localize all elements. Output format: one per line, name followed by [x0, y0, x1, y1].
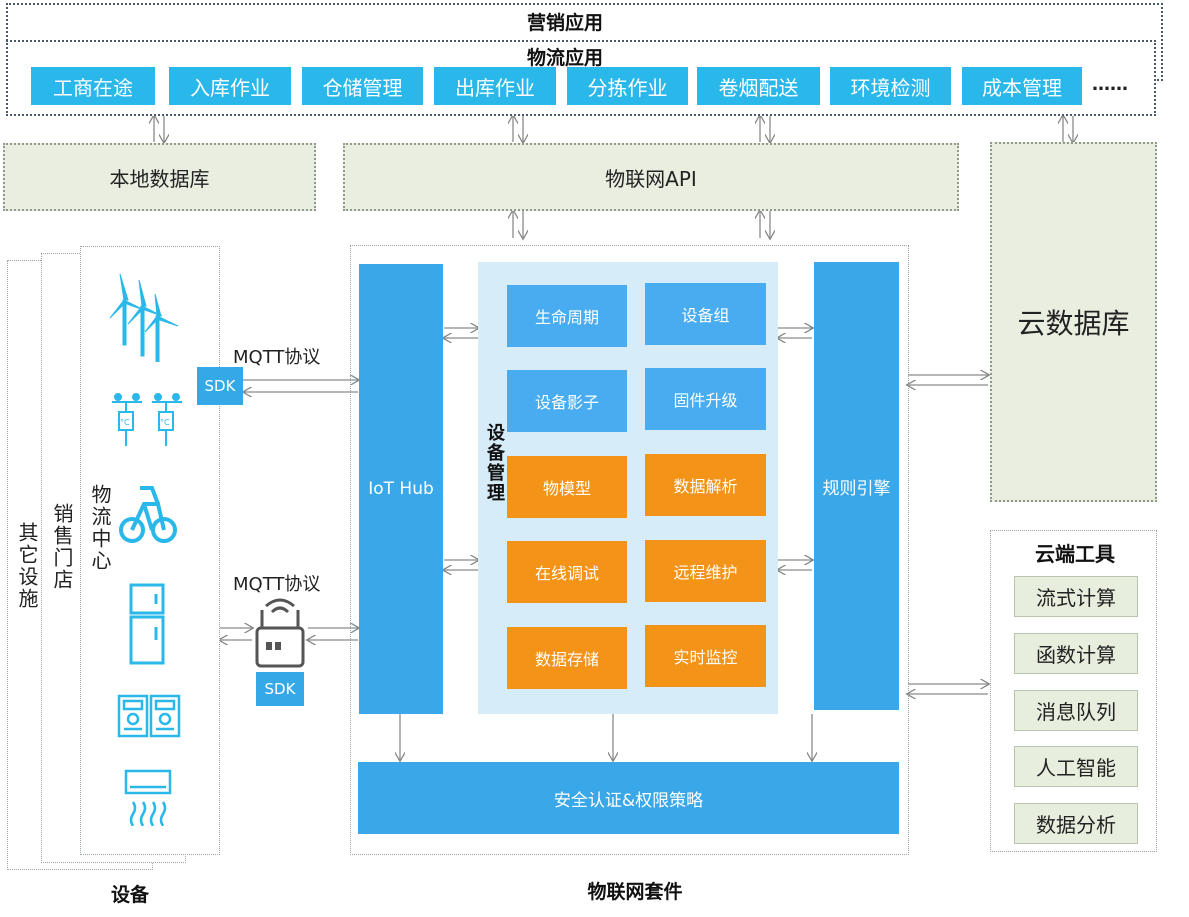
- module-realtime-monitor[interactable]: 实时监控: [645, 625, 766, 687]
- svg-text:°C: °C: [120, 418, 130, 427]
- devices-column-logistics: 物流中心: [88, 484, 112, 572]
- app-item-delivery[interactable]: 卷烟配送: [697, 67, 820, 105]
- module-device-group[interactable]: 设备组: [645, 283, 766, 345]
- module-data-storage[interactable]: 数据存储: [507, 627, 627, 689]
- devices-frame-logistics: [80, 246, 220, 855]
- bicycle-icon: [119, 486, 177, 543]
- app-item-storage[interactable]: 仓储管理: [302, 67, 423, 105]
- devices-column-store: 销售门店: [50, 503, 74, 591]
- module-device-shadow[interactable]: 设备影子: [507, 370, 627, 432]
- tool-function-computing[interactable]: 函数计算: [1014, 633, 1138, 674]
- iot-suite-frame: [350, 245, 909, 855]
- module-online-debug[interactable]: 在线调试: [507, 541, 627, 603]
- module-lifecycle[interactable]: 生命周期: [507, 285, 627, 347]
- cloud-database[interactable]: 云数据库: [990, 142, 1157, 502]
- iot-hub[interactable]: IoT Hub: [359, 264, 443, 714]
- devices-caption: 设备: [110, 884, 149, 906]
- app-item-sorting[interactable]: 分拣作业: [567, 67, 688, 105]
- module-data-parsing[interactable]: 数据解析: [645, 454, 766, 516]
- module-remote-maintenance[interactable]: 远程维护: [645, 540, 766, 602]
- tool-stream-computing[interactable]: 流式计算: [1014, 576, 1138, 617]
- rules-engine[interactable]: 规则引擎: [814, 262, 899, 710]
- iot-api[interactable]: 物联网API: [343, 143, 959, 211]
- device-mgmt-label: 设备管理: [484, 423, 505, 503]
- app-item-env-monitor[interactable]: 环境检测: [830, 67, 951, 105]
- marketing-app-title: 营销应用: [526, 12, 603, 34]
- meter-icon: [117, 694, 181, 738]
- sdk-top[interactable]: SDK: [197, 367, 243, 405]
- app-item-outbound[interactable]: 出库作业: [434, 67, 556, 105]
- app-item-transit[interactable]: 工商在途: [31, 67, 155, 105]
- tool-message-queue[interactable]: 消息队列: [1014, 690, 1138, 731]
- app-item-ellipsis: ……: [1092, 74, 1128, 95]
- devices-column-other: 其它设施: [15, 522, 39, 610]
- module-firmware-upgrade[interactable]: 固件升级: [645, 368, 766, 430]
- sdk-bottom[interactable]: SDK: [256, 672, 304, 706]
- svg-text:°C: °C: [160, 418, 170, 427]
- mqtt-label-bottom: MQTT协议: [233, 574, 321, 595]
- iot-suite-caption: 物联网套件: [587, 881, 683, 903]
- mqtt-label-top: MQTT协议: [233, 347, 321, 368]
- wind-turbine-icon: [109, 273, 179, 362]
- cloud-tools-title: 云端工具: [1035, 542, 1115, 566]
- tool-ai[interactable]: 人工智能: [1014, 746, 1138, 787]
- security-policy[interactable]: 安全认证&权限策略: [358, 762, 899, 834]
- refrigerator-icon: [129, 583, 165, 665]
- cloud-tools-frame: [990, 530, 1157, 852]
- logistics-app-title: 物流应用: [526, 47, 603, 69]
- temperature-sensor-icon: °C °C: [112, 393, 182, 446]
- app-item-cost[interactable]: 成本管理: [962, 67, 1082, 105]
- gateway-router-icon: [255, 598, 305, 668]
- tool-data-analysis[interactable]: 数据分析: [1014, 803, 1138, 844]
- local-database[interactable]: 本地数据库: [3, 143, 316, 211]
- module-thing-model[interactable]: 物模型: [507, 456, 627, 518]
- air-conditioner-icon: [124, 769, 172, 826]
- app-item-inbound[interactable]: 入库作业: [169, 67, 291, 105]
